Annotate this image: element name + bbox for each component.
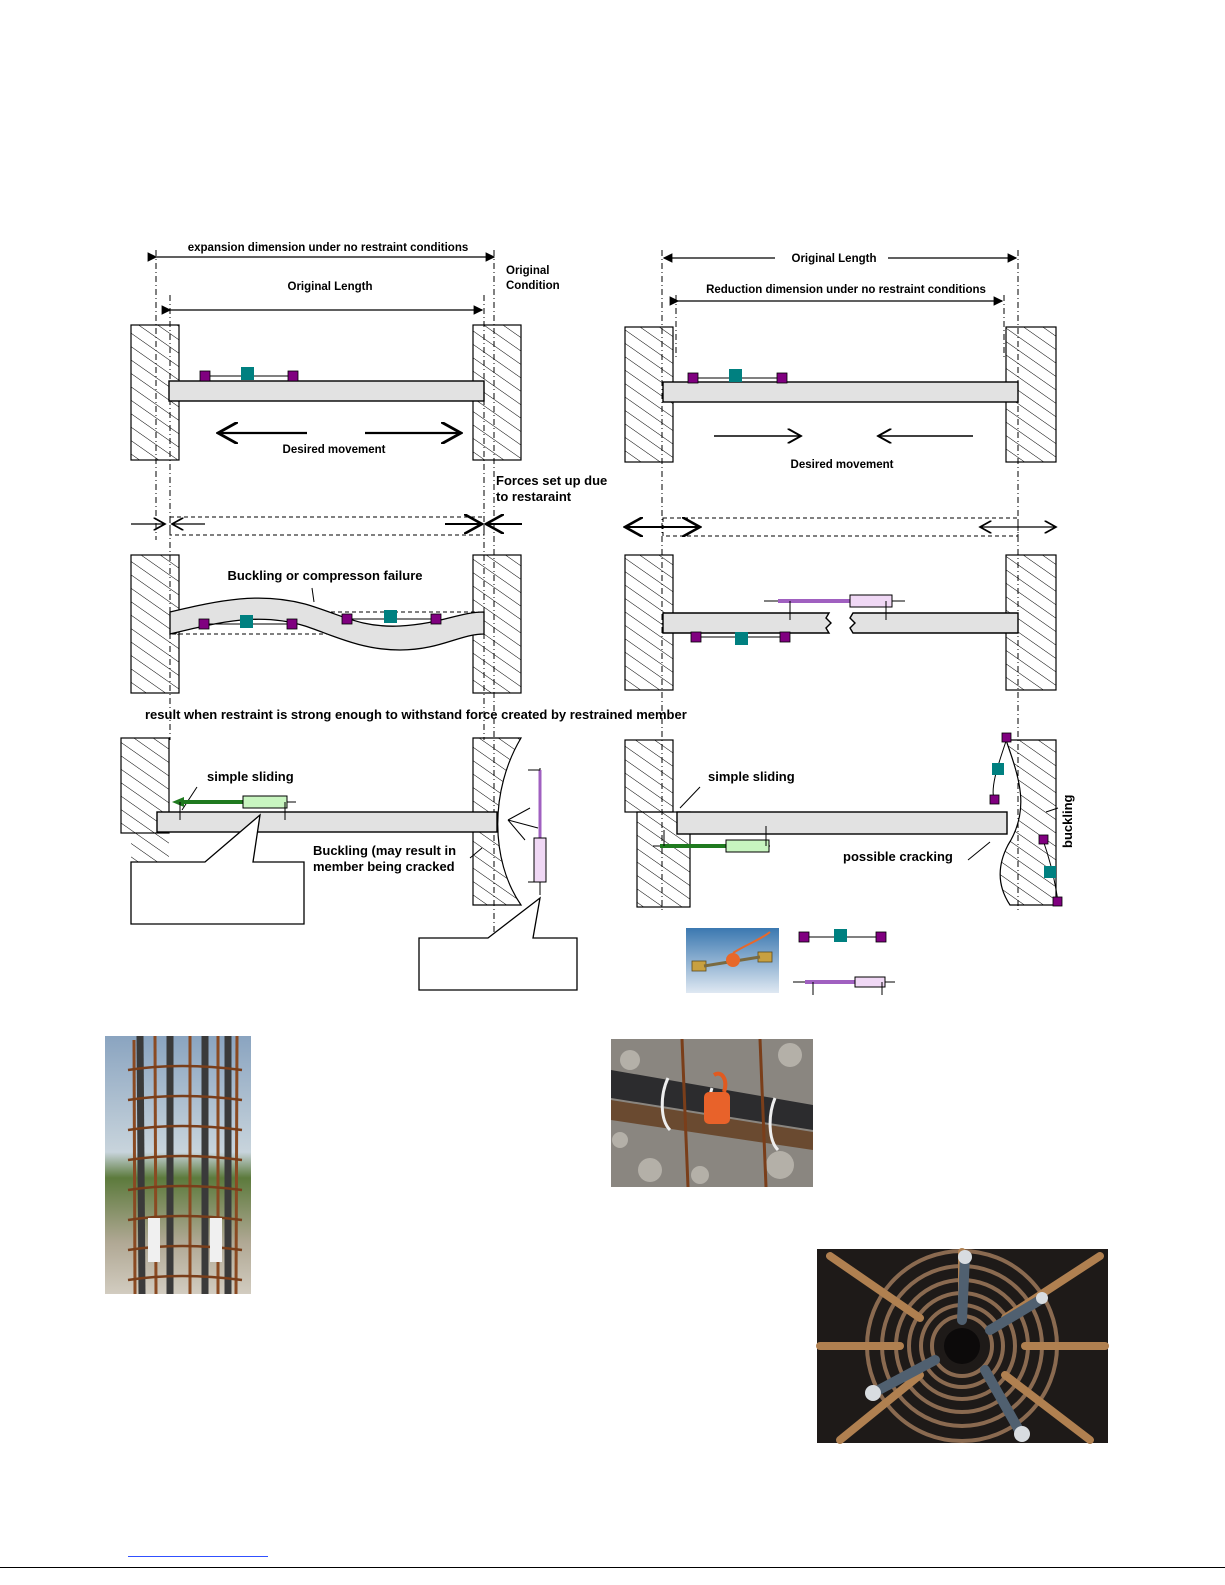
forces-label: Forces set up due	[496, 473, 607, 488]
beam-left-1	[168, 380, 485, 402]
original-condition-label: Original	[506, 265, 549, 277]
strain-gauge-green-right	[653, 826, 770, 853]
desired-movement-label-left: Desired movement	[283, 444, 386, 456]
circular-rebar-cage-photo	[816, 1248, 1109, 1444]
sensor-marker-right-2	[690, 631, 791, 645]
buckling-note-label: Buckling (may result in	[313, 843, 456, 858]
buckled-beam	[169, 587, 485, 651]
desired-movement-label-right: Desired movement	[791, 459, 894, 471]
beam-right-1	[662, 381, 1019, 403]
legend-sensor-marker	[798, 929, 887, 943]
reduction-envelope	[662, 517, 1019, 537]
simple-sliding-label-left: simple sliding	[207, 769, 294, 784]
expansion-dimension: expansion dimension under no restraint c…	[147, 242, 496, 262]
legend-strain-gauge	[793, 976, 895, 995]
beam-left-3	[156, 811, 498, 833]
original-length-label-right: Original Length	[792, 253, 877, 265]
result-caption: result when restraint is strong enough t…	[145, 707, 687, 722]
legend-photo-sensor	[686, 928, 779, 993]
callout-box-right	[418, 896, 578, 991]
sensor-marker-left-1	[199, 367, 299, 382]
cracked-beam	[662, 612, 1019, 634]
reduction-dimension: Reduction dimension under no restraint c…	[669, 284, 1004, 306]
callout-box-left	[130, 813, 305, 925]
strain-gauge-violet-right	[764, 594, 905, 620]
original-length-label-left: Original Length	[288, 281, 373, 293]
strain-gauge-green-left	[172, 795, 296, 820]
wall-left-r3	[624, 739, 674, 813]
sensor-marker-right-1	[687, 369, 788, 384]
wall-right-r3-buckled	[999, 739, 1057, 906]
forces-label-2: to restaraint	[496, 489, 572, 504]
buckling-label-vertical: buckling	[1060, 794, 1075, 848]
buckling-failure-label: Buckling or compresson failure	[227, 568, 422, 583]
possible-cracking-label: possible cracking	[843, 849, 953, 864]
sensor-on-rebar-photo	[611, 1038, 813, 1188]
original-length-dimension-left: Original Length	[161, 281, 484, 315]
beam-right-3	[676, 811, 1008, 835]
rebar-cage-column-photo	[105, 1035, 251, 1295]
footer-rule	[0, 1567, 1225, 1568]
simple-sliding-label-right: simple sliding	[708, 769, 795, 784]
expansion-envelope	[169, 516, 485, 536]
original-length-dimension-right: Original Length	[662, 253, 1018, 265]
footer-link-underline[interactable]	[128, 1556, 268, 1557]
expansion-dimension-label: expansion dimension under no restraint c…	[188, 242, 469, 254]
buckling-note-label-2: member being cracked	[313, 859, 455, 874]
reduction-dimension-label: Reduction dimension under no restraint c…	[706, 284, 986, 296]
sensor-chain-buckled	[989, 732, 1063, 907]
strain-gauge-violet-vertical	[528, 768, 547, 895]
original-condition-label-2: Condition	[506, 280, 560, 292]
